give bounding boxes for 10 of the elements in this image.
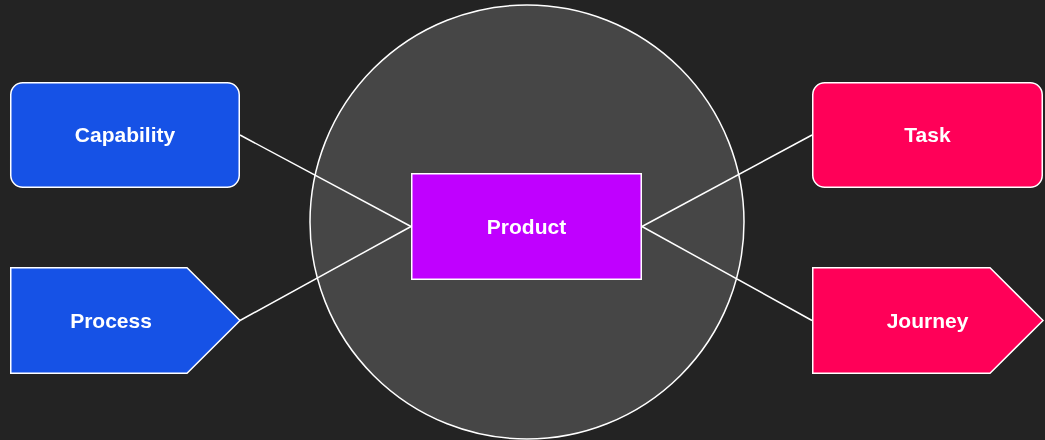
node-label: Process bbox=[70, 308, 152, 333]
connector-line bbox=[239, 225, 412, 322]
connector-line bbox=[239, 134, 412, 228]
node-label: Task bbox=[904, 123, 951, 146]
node-label: Journey bbox=[886, 308, 969, 333]
node-label: Product bbox=[486, 214, 567, 238]
circle-shape bbox=[309, 4, 745, 440]
connector-line bbox=[641, 225, 813, 322]
connector-line bbox=[641, 134, 813, 228]
node-label: Capability bbox=[74, 123, 176, 146]
